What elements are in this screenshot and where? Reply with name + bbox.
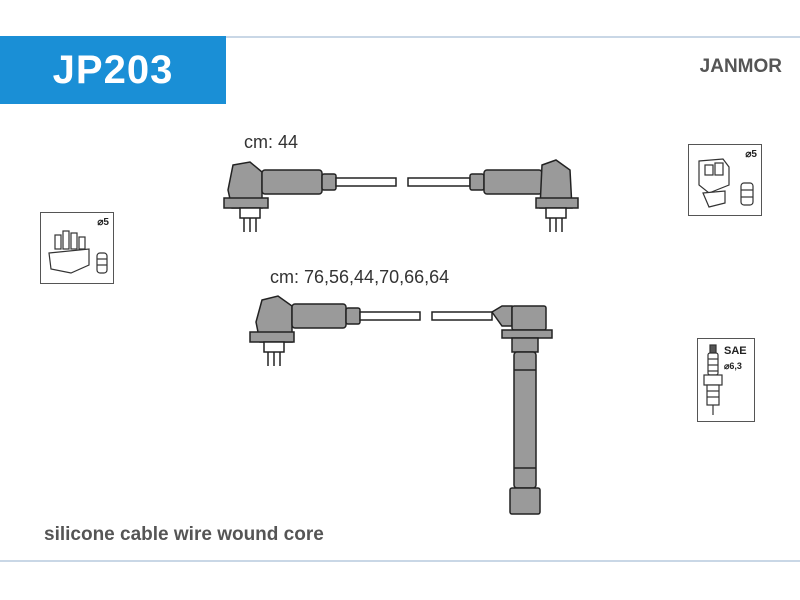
long-wire-plug-boot — [490, 305, 553, 515]
short-wire-right-boot — [469, 159, 579, 232]
part-code-badge: JP203 — [0, 36, 226, 104]
short-wire-cable-left — [335, 177, 397, 187]
short-wire-label: cm: 44 — [244, 132, 299, 152]
long-wire-label: cm: 76,56,44,70,66,64 — [270, 267, 450, 287]
distributor-icon-right: ⌀5 — [688, 144, 762, 216]
long-wire-left-boot — [249, 295, 361, 366]
cable-description: silicone cable wire wound core — [44, 524, 324, 545]
spark-plug-standard: SAE — [724, 345, 747, 357]
spark-plug-diameter: ⌀6,3 — [724, 361, 742, 371]
part-code: JP203 — [52, 47, 174, 92]
brand-name: JANMOR — [699, 56, 782, 77]
spark-plug-icon — [703, 344, 723, 415]
short-wire-left-boot — [223, 161, 337, 232]
spark-plug-icon-box: SAE ⌀6,3 — [697, 338, 755, 422]
distributor-cap-icon — [48, 230, 108, 274]
left-diameter-label: ⌀5 — [97, 217, 109, 228]
distributor-icon-left: ⌀5 — [40, 212, 114, 284]
long-wire-cable-right — [431, 311, 493, 321]
short-wire-cable-right — [407, 177, 471, 187]
header-rule — [226, 36, 800, 38]
footer-rule — [0, 560, 800, 562]
right-diameter-label: ⌀5 — [745, 149, 757, 160]
coil-boot-icon — [698, 158, 754, 208]
long-wire-cable-left — [359, 311, 421, 321]
